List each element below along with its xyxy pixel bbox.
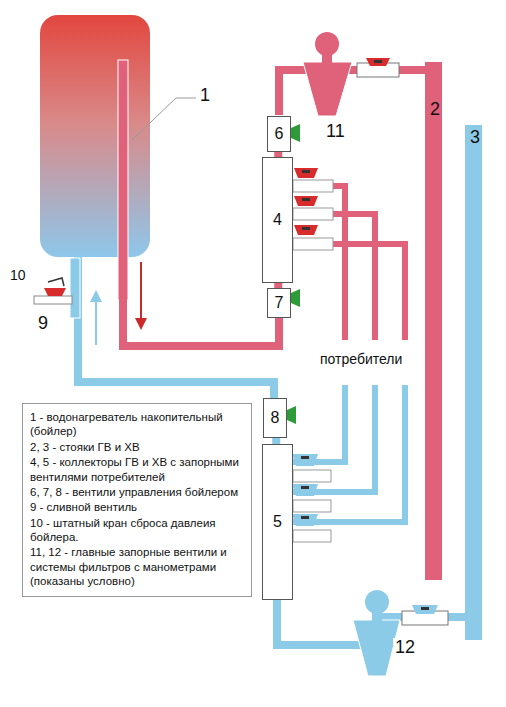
callout-number: 9: [36, 314, 50, 334]
callout-number: 10: [8, 268, 28, 283]
valve-box: 7: [267, 288, 291, 318]
legend-box: 1 - водонагреватель накопительный (бойле…: [22, 403, 252, 597]
legend-entry: 10 - штатный кран сброса давлеия бойлера…: [30, 516, 244, 545]
callout-number: 4: [273, 211, 282, 229]
callout-number: 1: [198, 86, 212, 106]
callout-number: 12: [393, 638, 417, 658]
pressure-gauge: [365, 590, 389, 614]
callout-number: 7: [275, 294, 284, 312]
legend-entry: 9 - сливной вентиль: [30, 500, 137, 514]
callout-number: 6: [275, 125, 284, 143]
hot-branch-sleeves: [293, 180, 333, 250]
callout-number: 8: [271, 409, 280, 427]
cold-branch-sleeves: [293, 470, 331, 542]
collector-handles: [294, 168, 318, 235]
callout-number: 5: [273, 513, 282, 531]
cold-pipe: [78, 256, 274, 398]
valve-handle-notch: [374, 60, 382, 63]
collector-box: 5: [262, 444, 293, 600]
valve-box: 6: [267, 116, 291, 152]
leader-line: [132, 98, 196, 140]
handle-notches: [301, 170, 310, 519]
boiler-tank: [40, 15, 150, 257]
hot-pipe: [279, 70, 430, 115]
hot-riser: [425, 62, 442, 580]
flow-arrow-head: [135, 318, 147, 330]
valve-handle: [366, 58, 390, 66]
flow-arrow-head: [90, 290, 102, 302]
legend-entry: 2, 3 - стояки ГВ и ХВ: [30, 440, 140, 454]
collector-handles: [292, 454, 318, 526]
legend-entry: 1 - водонагреватель накопительный (бойле…: [30, 410, 244, 439]
drain-valve-spout: [34, 296, 72, 304]
consumers-label: потребители: [318, 352, 404, 367]
valve-handle-notch: [421, 607, 429, 610]
drain-valve-body: [70, 258, 80, 318]
legend-entry: 4, 5 - коллекторы ГВ и ХВ с запорными ве…: [30, 455, 244, 484]
cold-branches: [293, 385, 405, 522]
relief-tap: [48, 278, 64, 286]
flow-arrow: [95, 300, 97, 345]
callout-number: 3: [468, 128, 482, 148]
hot-pipe: [123, 298, 279, 346]
cold-riser: [465, 125, 482, 640]
pressure-gauge: [315, 32, 339, 56]
drain-valve-handle: [44, 288, 66, 296]
flow-arrow: [140, 262, 142, 320]
callout-number: 11: [324, 122, 347, 142]
hot-branches: [293, 186, 405, 340]
valve-handle: [412, 605, 438, 614]
collector-box: 4: [262, 157, 293, 283]
hot-outlet-pipe: [118, 60, 128, 300]
legend-entry: 11, 12 - главные запорные вентили и сист…: [30, 545, 244, 588]
callout-number: 2: [428, 100, 442, 120]
legend-entry: 6, 7, 8 - вентили управления бойлером: [30, 485, 238, 499]
valve-box: 8: [263, 398, 287, 438]
filter-body: [303, 62, 352, 116]
